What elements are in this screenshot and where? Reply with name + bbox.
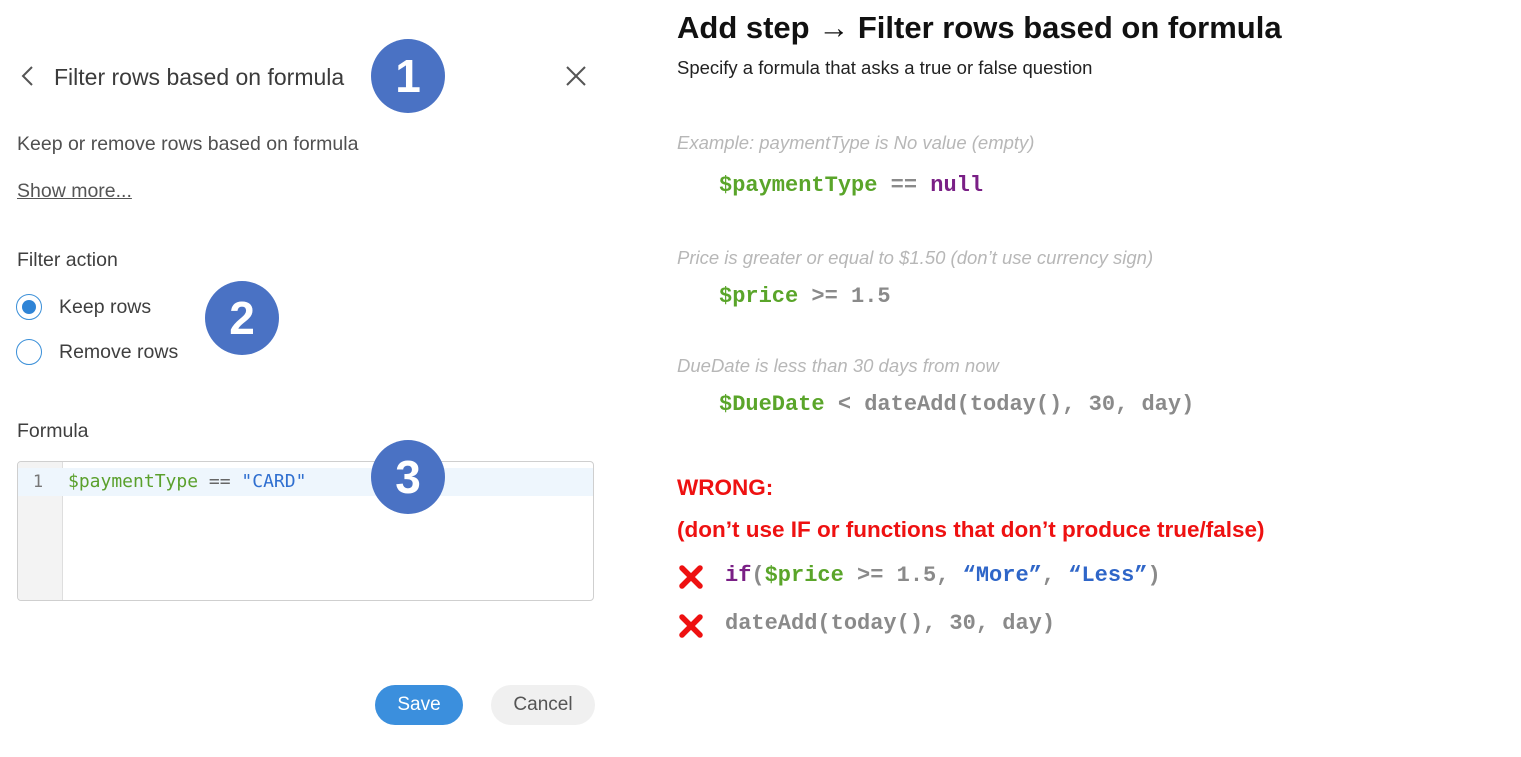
example-code-3: $DueDate < dateAdd(today(), 30, day) (719, 392, 1194, 417)
code-token: if (725, 563, 752, 588)
red-x-icon (679, 614, 703, 638)
example-hint-2: Price is greater or equal to $1.50 (don’… (677, 247, 1154, 268)
wrong-heading: WRONG: (677, 475, 774, 500)
example-hint-3: DueDate is less than 30 days from now (677, 355, 999, 376)
example-code-2: $price >= 1.5 (719, 284, 891, 309)
code-token-operator: == (198, 471, 242, 492)
show-more-link[interactable]: Show more... (17, 180, 132, 202)
guide-title: Add step → Filter rows based on formula (677, 10, 1282, 45)
code-token-string: "CARD" (241, 471, 307, 492)
code-token: dateAdd(today(), 30, day) (725, 611, 1056, 636)
step-description: Keep or remove rows based on formula (17, 133, 359, 155)
wrong-example-code-1: if($price >= 1.5, “More”, “Less”) (725, 563, 1161, 588)
code-token: >= 1.5, (843, 563, 963, 588)
example-code-1: $paymentType == null (719, 173, 983, 198)
callout-badge-1: 1 (371, 39, 445, 113)
code-token: < dateAdd(today(), 30, day) (824, 392, 1195, 417)
radio-keep-rows[interactable]: Keep rows (16, 292, 151, 322)
formula-code-line[interactable]: $paymentType == "CARD" (68, 468, 306, 496)
wrong-note: (don’t use IF or functions that don’t pr… (677, 517, 1265, 542)
callout-badge-3: 3 (371, 440, 445, 514)
code-token: ) (1147, 563, 1161, 588)
guide-subtitle: Specify a formula that asks a true or fa… (677, 57, 1093, 78)
back-arrow-icon[interactable] (16, 62, 40, 90)
red-x-icon (679, 565, 703, 589)
code-token: $paymentType (719, 173, 878, 198)
callout-badge-2: 2 (205, 281, 279, 355)
code-token: “More” (962, 563, 1042, 588)
example-hint-1: Example: paymentType is No value (empty) (677, 132, 1035, 153)
code-token: $price (764, 563, 844, 588)
active-line-highlight (18, 468, 593, 496)
radio-remove-rows[interactable]: Remove rows (16, 337, 178, 367)
line-number: 1 (32, 472, 44, 492)
formula-editor[interactable]: 1 $paymentType == "CARD" (17, 461, 594, 601)
wrong-example-code-2: dateAdd(today(), 30, day) (725, 611, 1055, 636)
code-token: “Less” (1068, 563, 1148, 588)
radio-selected-dot (22, 300, 36, 314)
code-token: $DueDate (719, 392, 825, 417)
code-token-variable: $paymentType (68, 471, 199, 492)
code-token: , (1041, 563, 1069, 588)
close-icon[interactable] (562, 62, 590, 90)
code-token: $price (719, 284, 799, 309)
filter-action-label: Filter action (17, 249, 118, 271)
save-button[interactable]: Save (375, 685, 463, 725)
cancel-button[interactable]: Cancel (491, 685, 595, 725)
radio-button[interactable] (16, 339, 42, 365)
panel-title: Filter rows based on formula (54, 64, 345, 90)
radio-keep-rows-label: Keep rows (59, 295, 152, 318)
formula-label: Formula (17, 420, 89, 442)
code-token: null (930, 173, 984, 198)
code-token: >= 1.5 (798, 284, 891, 309)
code-token: == (877, 173, 931, 198)
code-token: ( (751, 563, 765, 588)
radio-button[interactable] (16, 294, 42, 320)
radio-remove-rows-label: Remove rows (59, 340, 179, 363)
